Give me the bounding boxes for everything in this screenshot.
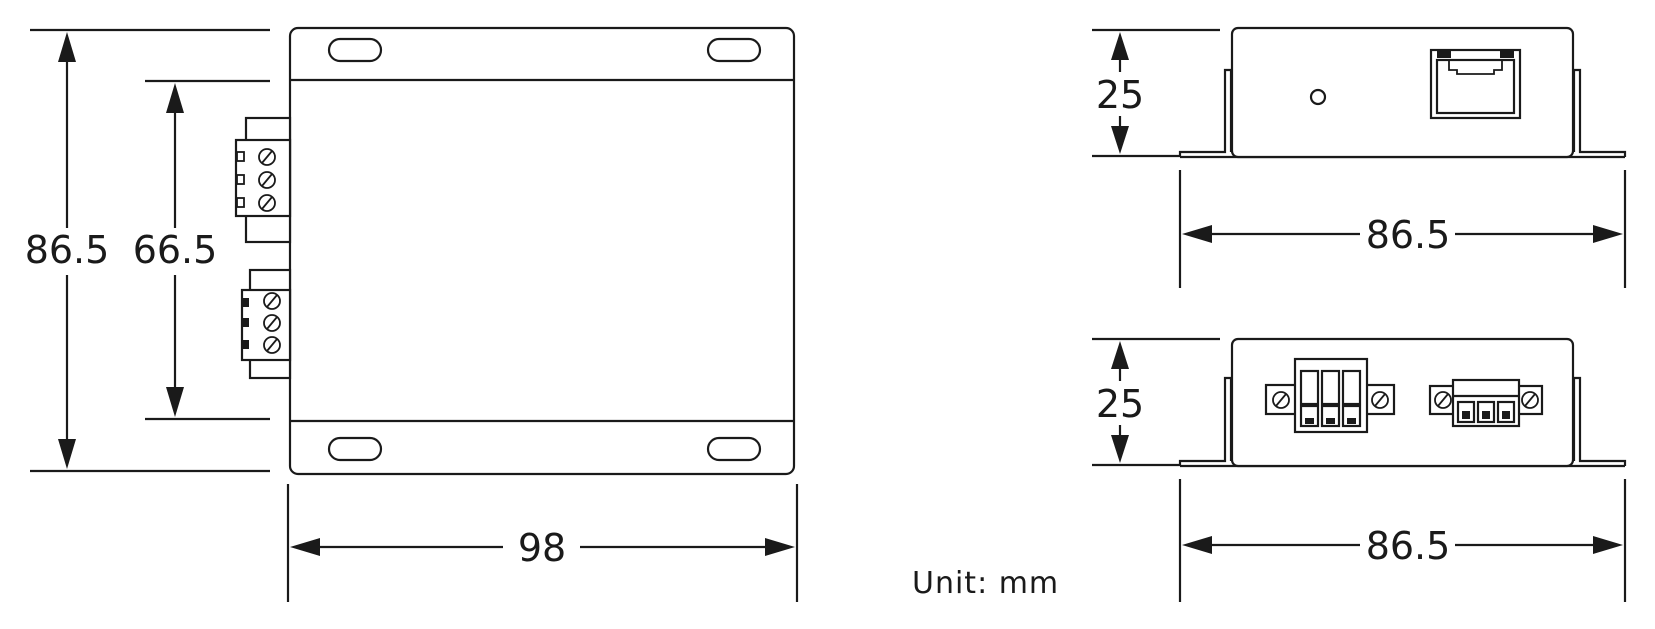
- led-indicator-icon: [1309, 88, 1327, 106]
- arrow-head: [1111, 435, 1129, 463]
- screw-icon: [1521, 391, 1539, 409]
- arrow-head: [765, 538, 795, 556]
- screw-icon: [1434, 391, 1452, 409]
- screw-icon: [263, 336, 281, 354]
- rj45-port-icon: [1429, 48, 1522, 120]
- terminal-plug: [240, 288, 292, 362]
- screw-icon: [1272, 391, 1290, 409]
- mounting-slot: [327, 436, 383, 462]
- arrow-head: [1593, 225, 1623, 243]
- dimension-label-height-outer: 86.5: [25, 228, 110, 272]
- screw-icon: [258, 194, 276, 212]
- arrow-head: [1182, 225, 1212, 243]
- screw-icon: [263, 292, 281, 310]
- terminal-pin: [236, 174, 245, 185]
- dimension-label-width: 98: [518, 526, 566, 570]
- terminal-block-upper: [234, 116, 292, 244]
- enclosure-side: [1230, 26, 1575, 159]
- terminal-plug: [234, 138, 292, 218]
- dimension-height-inner: 66.5: [133, 79, 270, 421]
- screw-icon: [258, 148, 276, 166]
- side-view-rj45: 25 86.5: [1092, 26, 1627, 288]
- dimension-width: 98: [286, 484, 799, 602]
- arrow-head: [1182, 536, 1212, 554]
- terminal-pin: [243, 298, 249, 307]
- dimension-label-side-width: 86.5: [1366, 213, 1451, 257]
- terminal-connector-3pin-small: [1428, 378, 1544, 428]
- arrow-head: [1111, 341, 1129, 369]
- arrow-head: [166, 387, 184, 417]
- enclosure-body: [288, 26, 796, 476]
- dimension-label-height-inner: 66.5: [133, 228, 218, 272]
- screw-icon: [263, 314, 281, 332]
- screw-icon: [258, 171, 276, 189]
- terminal-pin: [243, 318, 249, 327]
- terminal-pin: [243, 340, 249, 349]
- top-view: 86.5 66.5 98: [25, 26, 799, 602]
- unit-label: Unit: mm: [912, 566, 1059, 601]
- mounting-slot: [706, 37, 762, 63]
- mounting-slot: [327, 37, 383, 63]
- terminal-connector-3pin: [1264, 357, 1396, 434]
- dimension-label-side-height: 25: [1096, 382, 1144, 426]
- mounting-slot: [706, 436, 762, 462]
- arrow-head: [58, 32, 76, 62]
- arrow-head: [1111, 32, 1129, 60]
- arrow-head: [1111, 126, 1129, 154]
- side-view-terminals: 25 86.5: [1092, 337, 1627, 602]
- arrow-head: [1593, 536, 1623, 554]
- dimension-label-side-width: 86.5: [1366, 524, 1451, 568]
- arrow-head: [58, 439, 76, 469]
- dimension-height-outer: 86.5: [25, 28, 270, 473]
- screw-icon: [1371, 391, 1389, 409]
- terminal-pin: [236, 197, 245, 208]
- arrow-head: [166, 83, 184, 113]
- terminal-block-lower: [240, 268, 292, 380]
- arrow-head: [290, 538, 320, 556]
- dimension-label-side-height: 25: [1096, 73, 1144, 117]
- terminal-pin: [236, 151, 245, 162]
